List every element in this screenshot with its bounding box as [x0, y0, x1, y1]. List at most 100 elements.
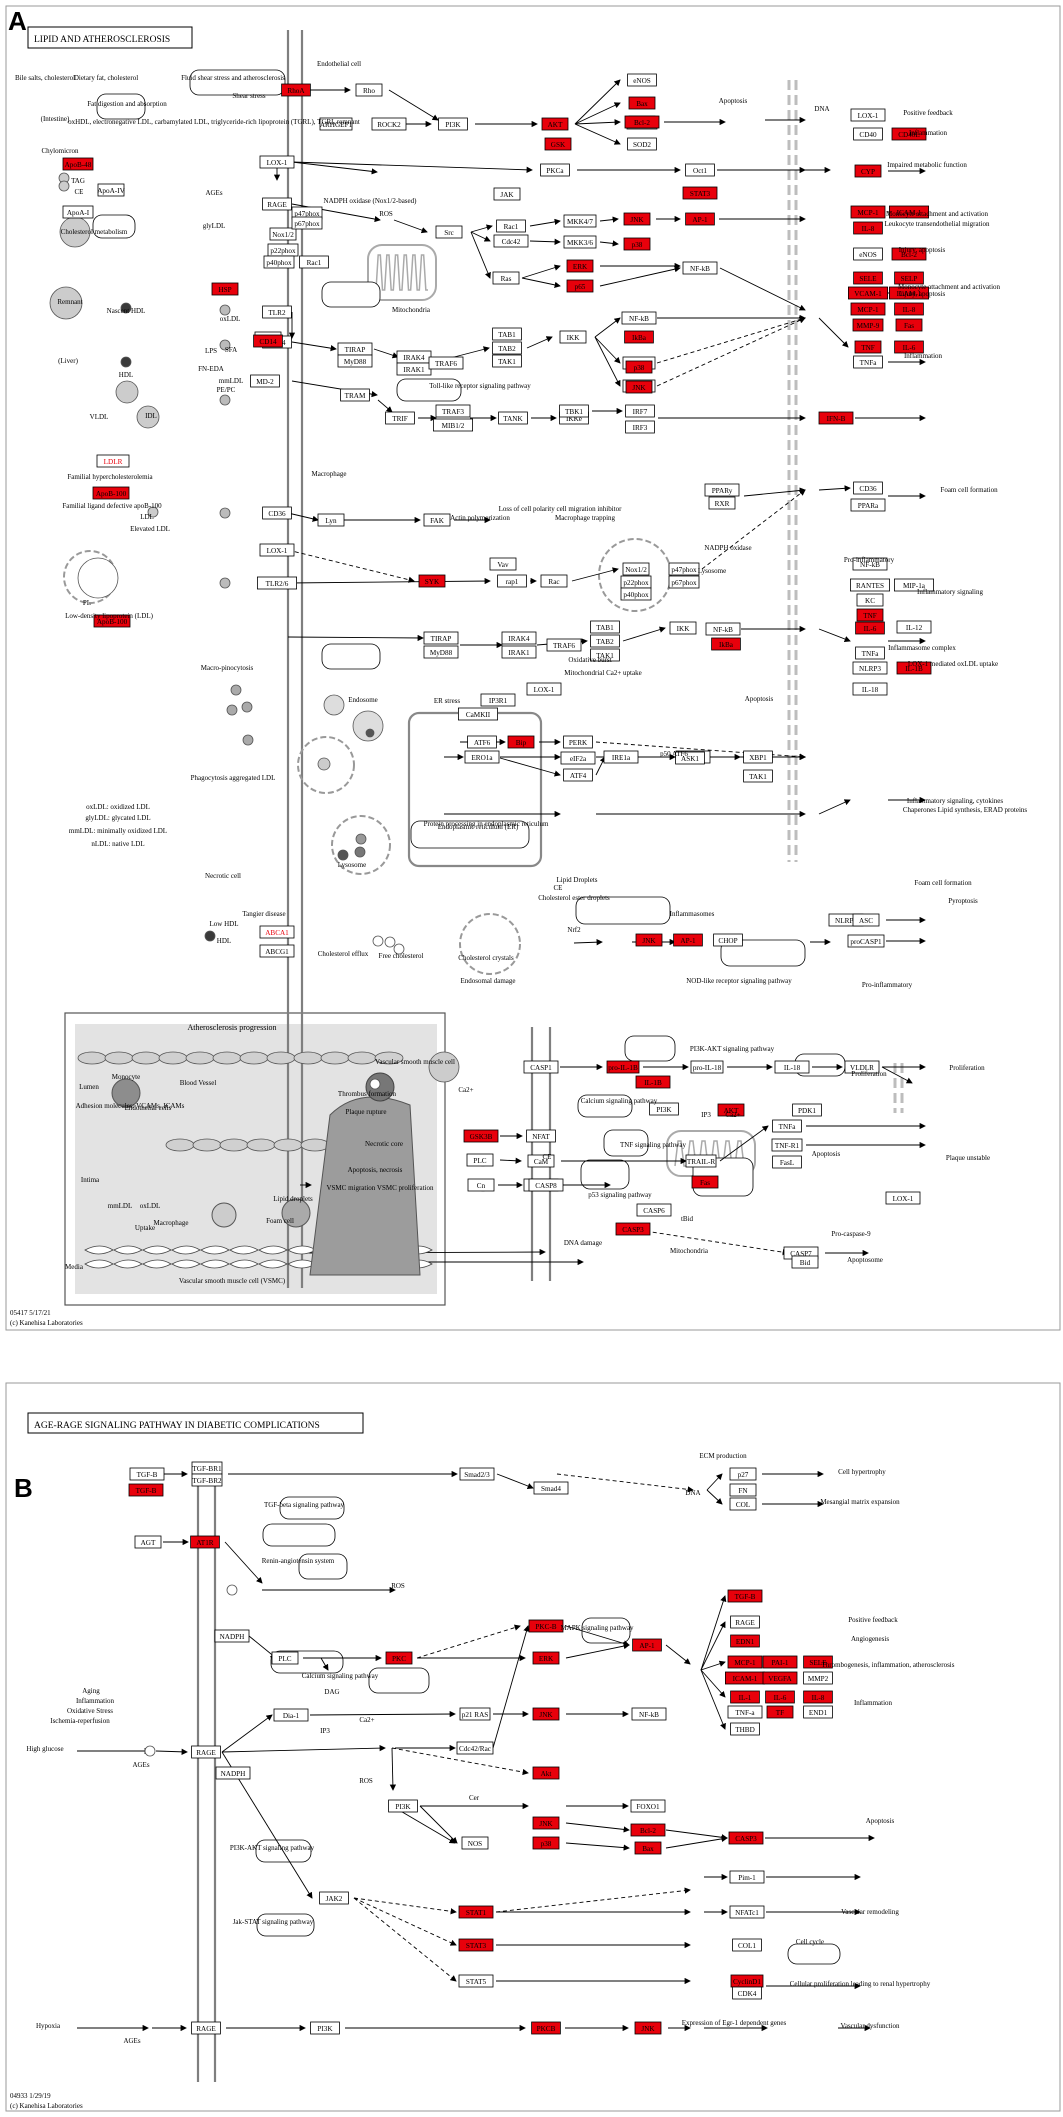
gene-node-nox1-2[interactable]: Nox1/2 [269, 227, 297, 241]
gene-node-il-6[interactable]: IL-6 [765, 1690, 795, 1704]
gene-node-apob-48[interactable]: ApoB-48 [62, 157, 94, 171]
gene-node-arhgef1[interactable]: ARHGEF1 [319, 117, 353, 131]
gene-node-tgf-b[interactable]: TGF-B [128, 1483, 164, 1497]
gene-node-pkc-b[interactable]: PKC-B [528, 1619, 564, 1633]
gene-node-rage[interactable]: RAGE [730, 1615, 760, 1629]
gene-node-tram[interactable]: TRAM [340, 388, 370, 402]
gene-node-mkk3-6[interactable]: MKK3/6 [563, 235, 597, 249]
gene-node-p22phox[interactable]: p22phox [267, 243, 299, 257]
gene-node-il-1b[interactable]: IL-1B [896, 661, 932, 675]
gene-node-tank[interactable]: TANK [498, 411, 528, 425]
gene-node-irak4[interactable]: IRAK4 [396, 350, 432, 364]
gene-node-cd40l[interactable]: CD40L [891, 127, 927, 141]
gene-node-pkc[interactable]: PKC [385, 1651, 413, 1665]
gene-node-tak1[interactable]: TAK1 [590, 648, 620, 662]
gene-node-cyclind1[interactable]: CyclinD1 [730, 1974, 764, 1988]
gene-node-rhoa[interactable]: RhoA [281, 83, 311, 97]
gene-node-enos[interactable]: eNOS [627, 73, 657, 87]
gene-node-ikk[interactable]: IKK [669, 621, 697, 635]
gene-node-tnfa[interactable]: TNFa [853, 355, 883, 369]
gene-node-ap-1[interactable]: AP-1 [685, 212, 715, 226]
gene-node-irak1[interactable]: IRAK1 [501, 645, 537, 659]
gene-node-tgf-b[interactable]: TGF-B [129, 1467, 165, 1481]
gene-node-stat3[interactable]: STAT3 [458, 1938, 494, 1952]
gene-node-rac1[interactable]: Rac1 [299, 255, 329, 269]
gene-node-erk[interactable]: ERK [532, 1651, 560, 1665]
pathway-map-link[interactable] [624, 1035, 676, 1062]
gene-node-myd88[interactable]: MyD88 [337, 354, 373, 368]
gene-node-tlr2[interactable]: TLR2 [262, 305, 292, 319]
gene-node-jnk[interactable]: JNK [532, 1707, 560, 1721]
gene-node-traf3[interactable]: TRAF3 [435, 404, 471, 418]
gene-node-p40phox[interactable]: p40phox [263, 255, 295, 269]
gene-node-il-8[interactable]: IL-8 [894, 302, 924, 316]
gene-node-foxo1[interactable]: FOXO1 [630, 1799, 666, 1813]
gene-node-jnk[interactable]: JNK [634, 2021, 662, 2035]
gene-node-lox-1[interactable]: LOX-1 [885, 1191, 921, 1205]
gene-node-tgf-br1[interactable]: TGF-BR1 [191, 1461, 223, 1475]
gene-node-rage[interactable]: RAGE [191, 1745, 221, 1759]
pathway-map-link[interactable] [580, 1159, 630, 1190]
gene-node-ppara[interactable]: PPARa [850, 498, 886, 512]
gene-node-camkii[interactable]: CaMKII [457, 707, 498, 721]
gene-node-il-8[interactable]: IL-8 [853, 221, 883, 235]
gene-node-pi3k[interactable]: PI3K [649, 1102, 679, 1116]
gene-node-nfatc1[interactable]: NFATc1 [729, 1905, 765, 1919]
gene-node-hsp[interactable]: HSP [211, 282, 239, 296]
pathway-map-link[interactable] [720, 939, 806, 967]
gene-node-casp3[interactable]: CASP3 [728, 1831, 764, 1845]
gene-node-rage[interactable]: RAGE [262, 197, 292, 211]
gene-node-p67phox[interactable]: p67phox [668, 575, 700, 589]
gene-node-nfat[interactable]: NFAT [526, 1129, 556, 1143]
gene-node-tgf-b[interactable]: TGF-B [727, 1589, 763, 1603]
gene-node-jnk[interactable]: JNK [532, 1816, 560, 1830]
gene-node-nos[interactable]: NOS [461, 1836, 489, 1850]
gene-node-cd40[interactable]: CD40 [853, 127, 883, 141]
gene-node-nadph[interactable]: NADPH [214, 1629, 250, 1643]
gene-node-bid[interactable]: Bid [791, 1255, 819, 1269]
pathway-map-link[interactable] [262, 1523, 336, 1547]
gene-node-mmp-9[interactable]: MMP-9 [852, 318, 884, 332]
gene-node-pi3k[interactable]: PI3K [388, 1799, 418, 1813]
gene-node-il-8[interactable]: IL-8 [803, 1690, 833, 1704]
gene-node-atf6[interactable]: ATF6 [467, 735, 497, 749]
gene-node-casp1[interactable]: CASP1 [523, 1060, 559, 1074]
gene-node-apoa-iv[interactable]: ApoA-IV [97, 183, 126, 197]
gene-node-p47phox[interactable]: p47phox [291, 206, 323, 220]
gene-node-fas[interactable]: Fas [895, 318, 923, 332]
gene-node-icam-1[interactable]: ICAM-1 [889, 286, 930, 300]
gene-node-tab1[interactable]: TAB1 [590, 620, 620, 634]
gene-node-tirap[interactable]: TIRAP [337, 342, 373, 356]
gene-node-erk[interactable]: ERK [566, 259, 594, 273]
gene-node-lox-1[interactable]: LOX-1 [526, 682, 562, 696]
gene-node-mcp-1[interactable]: MCP-1 [727, 1655, 763, 1669]
gene-node-bax[interactable]: Bax [634, 1841, 662, 1855]
gene-node-fak[interactable]: FAK [423, 513, 451, 527]
gene-node-ldlr[interactable]: LDLR [96, 454, 130, 468]
gene-node-trif[interactable]: TRIF [385, 411, 415, 425]
gene-node-fas[interactable]: Fas [691, 1175, 719, 1189]
gene-node-vav[interactable]: Vav [489, 557, 517, 571]
pathway-map-link[interactable] [396, 378, 462, 402]
gene-node-tgf-br2[interactable]: TGF-BR2 [191, 1473, 223, 1487]
gene-node-sod2[interactable]: SOD2 [627, 137, 657, 151]
gene-node-nf-kb[interactable]: NF-kB [682, 261, 718, 275]
gene-node-abcg1[interactable]: ABCG1 [259, 944, 295, 958]
gene-node-p47phox[interactable]: p47phox [668, 562, 700, 576]
gene-node-mcp-1[interactable]: MCP-1 [850, 205, 886, 219]
pathway-map-link[interactable] [577, 1094, 633, 1118]
gene-node-pkcb[interactable]: PKCB [531, 2021, 561, 2035]
gene-node-procasp1[interactable]: proCASP1 [847, 934, 885, 948]
gene-node-pim-1[interactable]: Pim-1 [729, 1870, 765, 1884]
gene-node-dia-1[interactable]: Dia-1 [273, 1708, 309, 1722]
gene-node-cd14[interactable]: CD14 [253, 334, 283, 348]
gene-node-gsk3b[interactable]: GSK3B [463, 1129, 499, 1143]
gene-node-ap-1[interactable]: AP-1 [673, 933, 703, 947]
gene-node-jnk[interactable]: JNK [625, 380, 653, 394]
gene-node-mmp2[interactable]: MMP2 [803, 1671, 833, 1685]
gene-node-at1r[interactable]: AT1R [190, 1535, 220, 1549]
gene-node-tnf-r1[interactable]: TNF-R1 [771, 1138, 803, 1152]
gene-node-apob-100[interactable]: ApoB-100 [93, 614, 131, 628]
pathway-map-link[interactable] [603, 1129, 649, 1157]
gene-node-cdk4[interactable]: CDK4 [732, 1986, 762, 2000]
